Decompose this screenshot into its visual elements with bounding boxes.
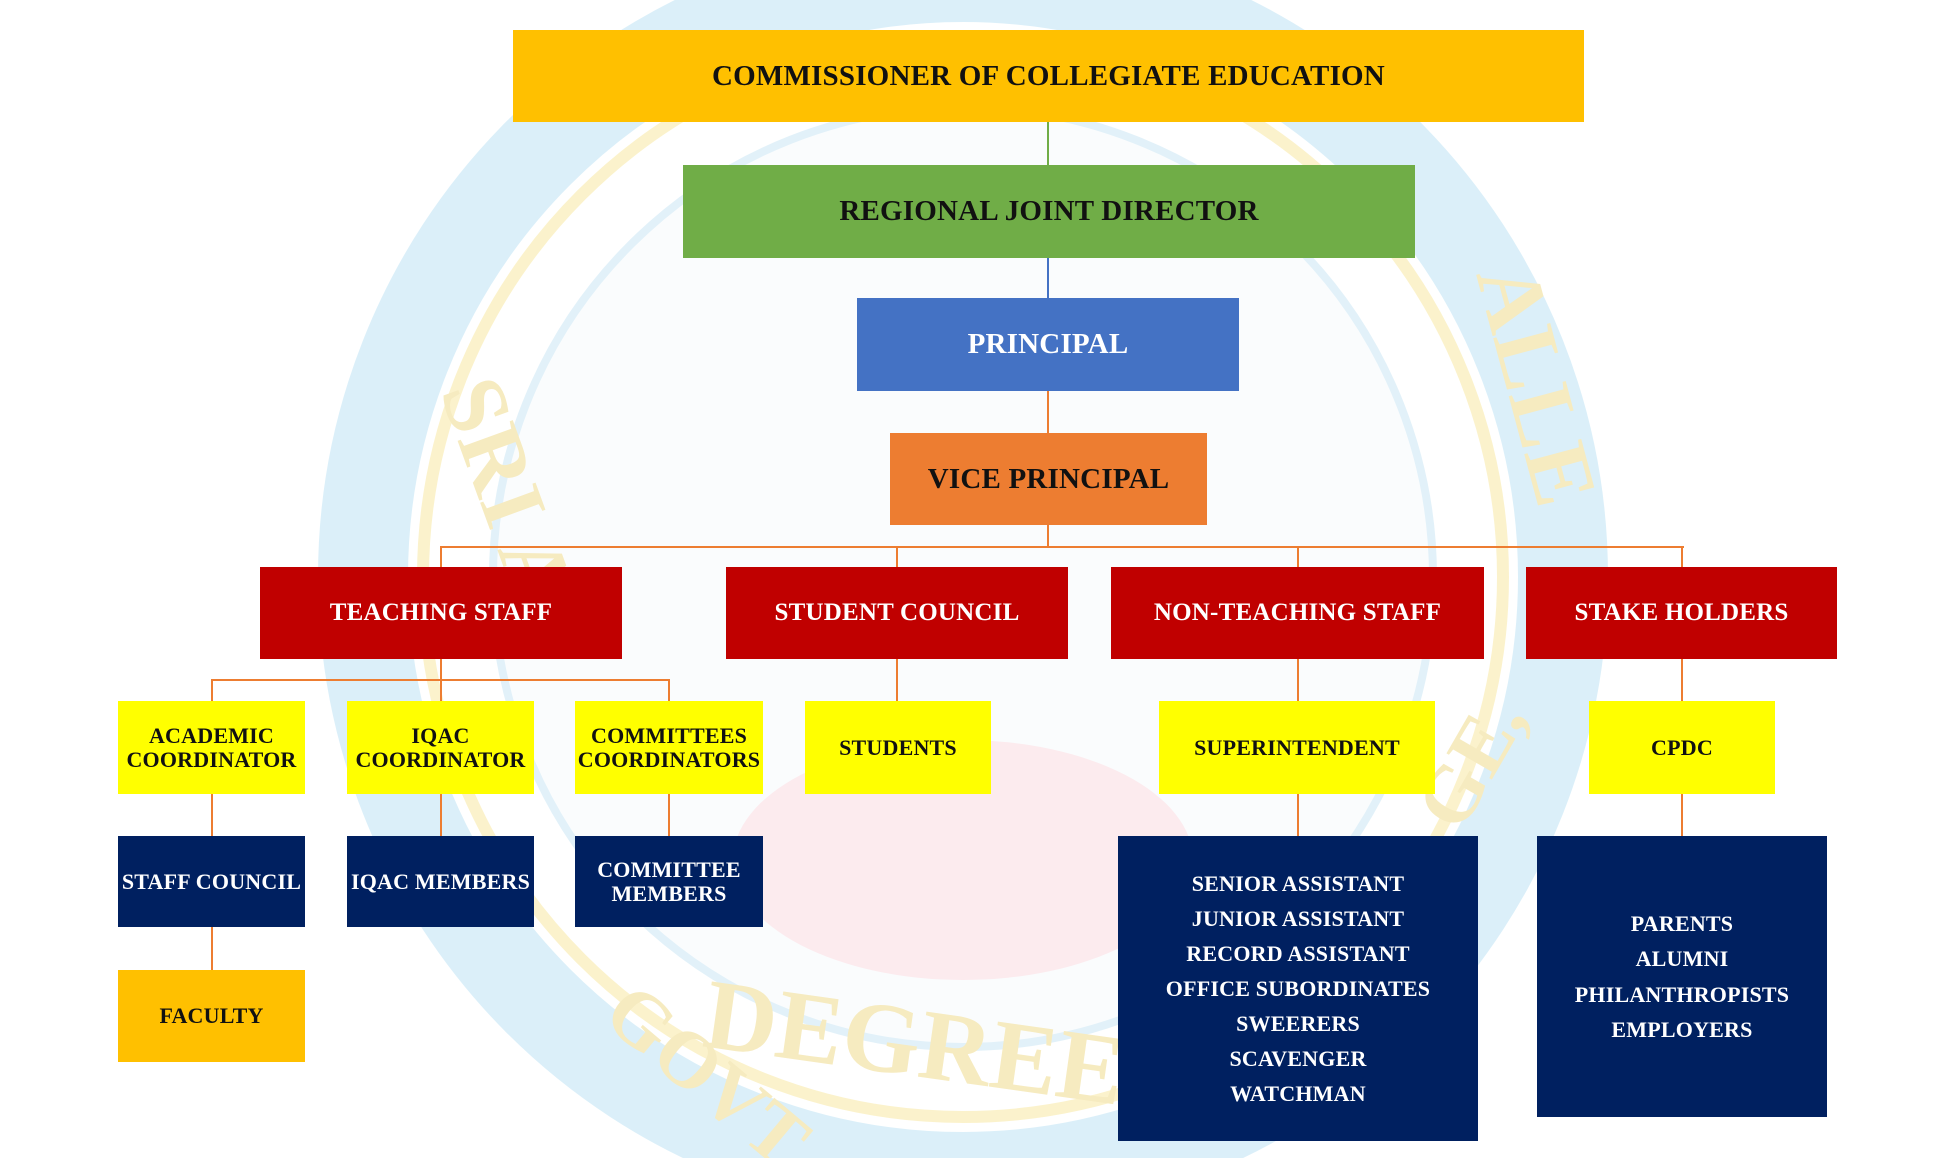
connector — [211, 679, 213, 701]
cpdc-label: CPDC — [1651, 734, 1713, 760]
students-box: STUDENTS — [805, 701, 991, 794]
commissioner-label: COMMISSIONER OF COLLEGIATE EDUCATION — [712, 59, 1385, 92]
connector — [440, 659, 442, 680]
list-item: PARENTS — [1630, 911, 1734, 937]
connector — [440, 679, 442, 701]
connector — [1047, 525, 1049, 547]
teaching-staff-label: TEACHING STAFF — [329, 598, 553, 626]
vice-principal-label: VICE PRINCIPAL — [927, 462, 1170, 495]
list-item: SENIOR ASSISTANT — [1191, 870, 1405, 896]
connector — [1297, 794, 1299, 836]
connector — [211, 794, 213, 836]
label-line: IQAC — [411, 723, 470, 749]
connector — [1297, 659, 1299, 701]
label-line: ACADEMIC — [148, 723, 275, 749]
non-teaching-staff-label: NON-TEACHING STAFF — [1153, 598, 1442, 626]
connector — [440, 794, 442, 836]
connector — [440, 546, 442, 567]
commissioner-box: COMMISSIONER OF COLLEGIATE EDUCATION — [513, 30, 1584, 122]
list-item: ALUMNI — [1635, 946, 1729, 972]
staff-council-label: STAFF COUNCIL — [121, 868, 302, 894]
label-line: COORDINATOR — [126, 746, 297, 772]
connector — [211, 927, 213, 970]
stake-holder-members-box: PARENTS ALUMNI PHILANTHROPISTS EMPLOYERS — [1537, 836, 1827, 1117]
list-item: SWEERERS — [1236, 1011, 1360, 1037]
faculty-box: FACULTY — [118, 970, 305, 1062]
label-line: MEMBERS — [611, 880, 727, 906]
label-line: COORDINATORS — [577, 746, 761, 772]
connector — [441, 546, 1684, 548]
principal-label: PRINCIPAL — [967, 328, 1129, 361]
connector — [1681, 794, 1683, 836]
list-item: RECORD ASSISTANT — [1186, 940, 1410, 966]
connector — [896, 546, 898, 567]
connector — [896, 659, 898, 701]
student-council-label: STUDENT COUNCIL — [774, 598, 1020, 626]
label-line: COMMITTEE — [597, 857, 741, 883]
connector — [1047, 391, 1049, 433]
iqac-members-box: IQAC MEMBERS — [347, 836, 534, 927]
iqac-members-label: IQAC MEMBERS — [350, 868, 531, 894]
cpdc-box: CPDC — [1589, 701, 1775, 794]
superintendent-box: SUPERINTENDENT — [1159, 701, 1435, 794]
faculty-label: FACULTY — [159, 1003, 264, 1029]
connector — [1047, 122, 1049, 165]
stake-holders-label: STAKE HOLDERS — [1574, 598, 1789, 626]
student-council-box: STUDENT COUNCIL — [726, 567, 1068, 659]
teaching-staff-box: TEACHING STAFF — [260, 567, 622, 659]
connector — [668, 794, 670, 836]
list-item: PHILANTHROPISTS — [1574, 981, 1790, 1007]
label-line: COMMITTEES — [590, 723, 748, 749]
connector — [1047, 258, 1049, 298]
non-teaching-staff-box: NON-TEACHING STAFF — [1111, 567, 1484, 659]
connector — [1681, 659, 1683, 701]
regional-joint-director-box: REGIONAL JOINT DIRECTOR — [683, 165, 1415, 258]
staff-council-box: STAFF COUNCIL — [118, 836, 305, 927]
non-teaching-members-box: SENIOR ASSISTANT JUNIOR ASSISTANT RECORD… — [1118, 836, 1478, 1141]
list-item: WATCHMAN — [1230, 1081, 1366, 1107]
list-item: JUNIOR ASSISTANT — [1191, 905, 1405, 931]
principal-box: PRINCIPAL — [857, 298, 1239, 391]
connector — [1297, 546, 1299, 567]
superintendent-label: SUPERINTENDENT — [1194, 734, 1400, 760]
vice-principal-box: VICE PRINCIPAL — [890, 433, 1207, 525]
students-label: STUDENTS — [839, 734, 957, 760]
stake-holders-box: STAKE HOLDERS — [1526, 567, 1837, 659]
list-item: SCAVENGER — [1229, 1046, 1367, 1072]
connector — [668, 679, 670, 701]
svg-text:ALLE: ALLE — [1457, 253, 1616, 515]
regional-label: REGIONAL JOINT DIRECTOR — [839, 195, 1259, 228]
connector — [1681, 546, 1683, 567]
label-line: COORDINATOR — [355, 746, 526, 772]
list-item: EMPLOYERS — [1611, 1016, 1753, 1042]
list-item: OFFICE SUBORDINATES — [1165, 975, 1431, 1001]
